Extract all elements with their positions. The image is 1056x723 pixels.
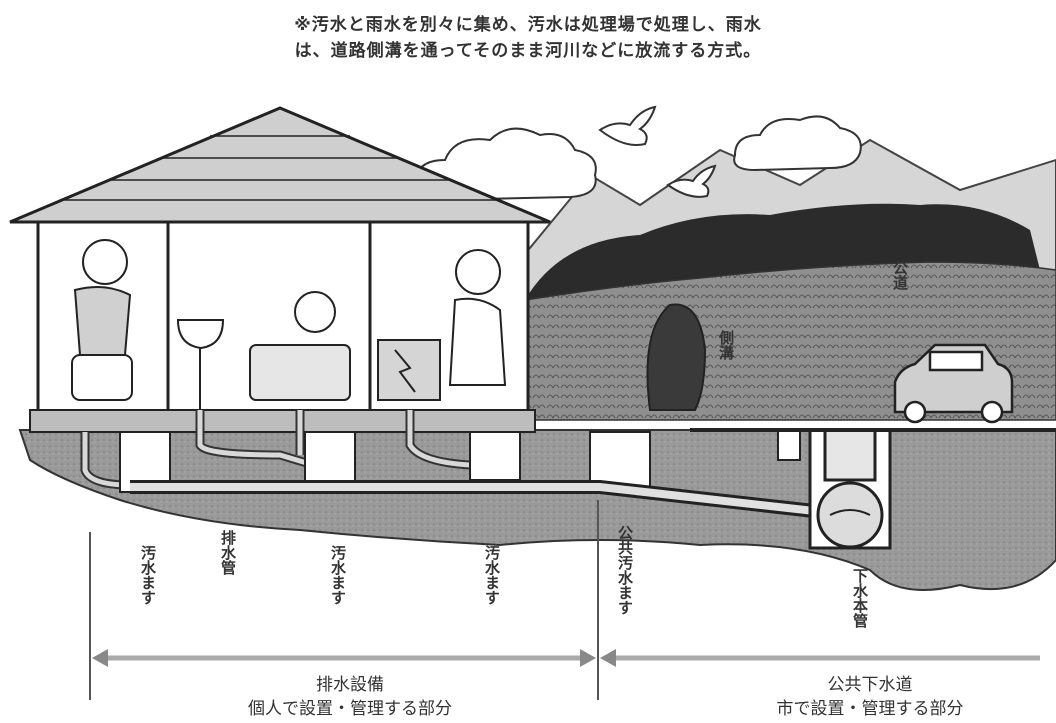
cloud-left [413, 127, 597, 202]
label-sewage-box-3: 汚水ます [483, 544, 501, 605]
label-public-sewage-box: 公共汚水ます [616, 525, 634, 615]
car [893, 343, 1014, 424]
person-man [71, 239, 133, 401]
gutter [777, 429, 801, 461]
person-woman [448, 249, 507, 386]
caption-line-2: は、道路側溝を通ってそのまま河川などに放流する方式。 [294, 41, 762, 61]
label-sewage-box-2: 汚水ます [329, 544, 347, 605]
washbasin [176, 319, 225, 410]
kitchen-sink [377, 339, 441, 401]
forest [525, 203, 1040, 300]
label-road: 公道 [891, 260, 909, 290]
zone-public-subtitle: 市で設置・管理する部分 [776, 699, 964, 719]
zone-markers [89, 500, 1040, 700]
label-sewage-box-1: 汚水ます [139, 544, 157, 605]
bird-2 [666, 164, 717, 198]
caption-line-1: ※汚水と雨水を別々に集め、汚水は処理場で処理し、雨水 [294, 15, 762, 35]
label-gutter: 側溝 [717, 329, 735, 361]
cloud-right [733, 115, 862, 172]
tree [646, 303, 707, 411]
lateral-pipe [130, 480, 851, 522]
zone-private-title: 排水設備 [316, 675, 384, 695]
zone-private-subtitle: 個人で設置・管理する部分 [248, 699, 452, 719]
manhole [808, 428, 892, 550]
bird-1 [598, 105, 657, 146]
label-drain-pipe: 排水管 [219, 529, 237, 575]
label-main-sewer: 下水本管 [851, 568, 869, 628]
ground [18, 429, 1056, 591]
zone-public-title: 公共下水道 [827, 675, 913, 695]
bathtub-person [249, 291, 351, 401]
